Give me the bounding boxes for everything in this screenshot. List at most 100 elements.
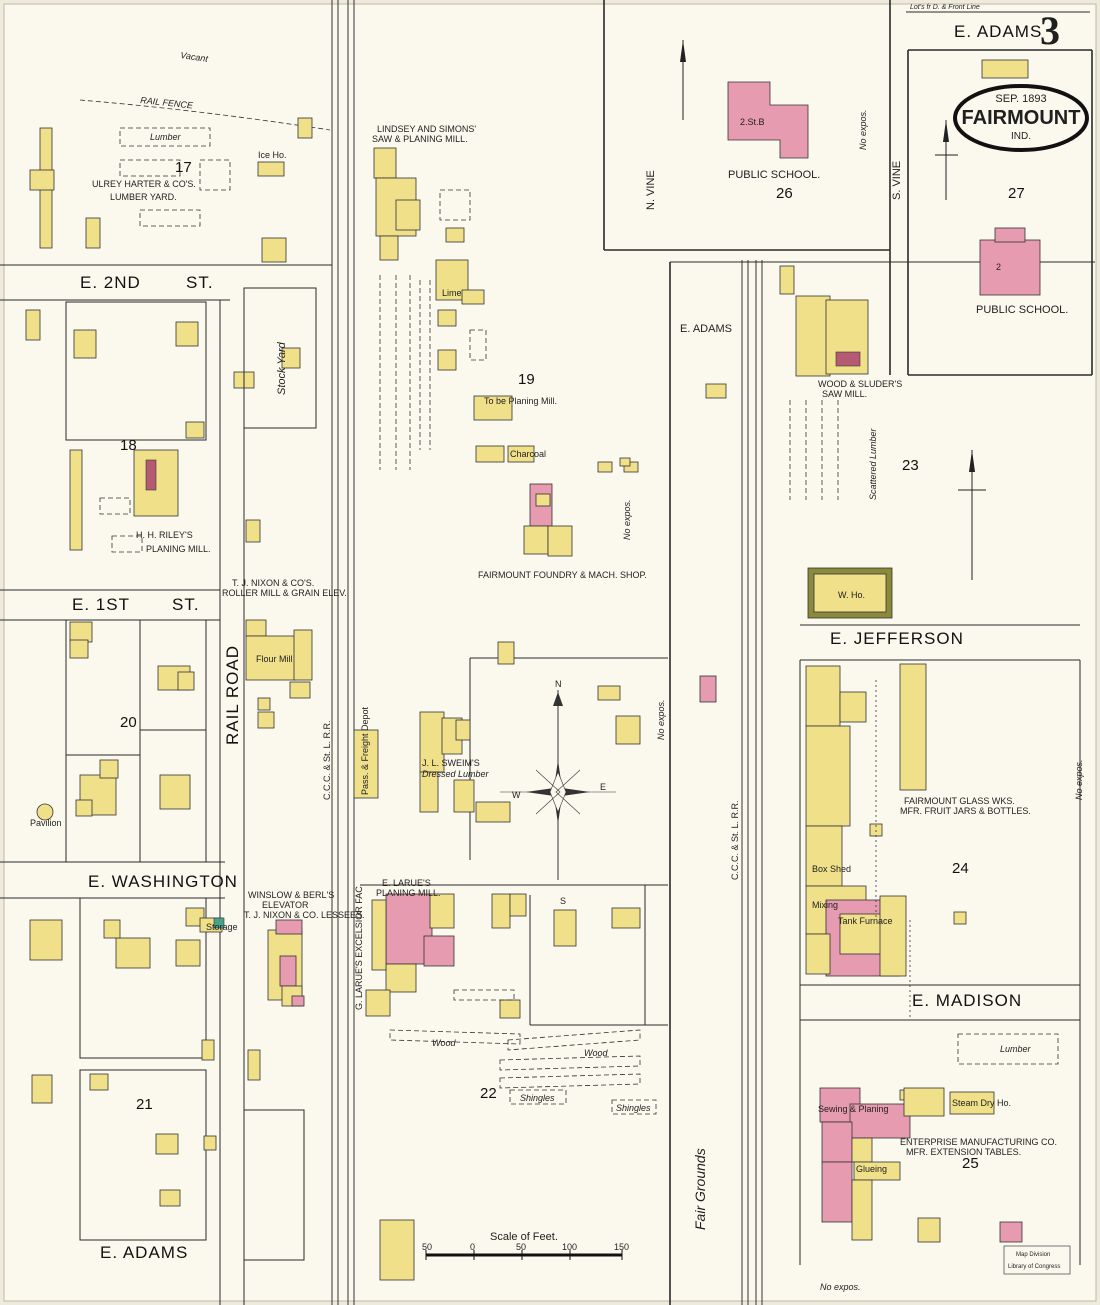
street-e-jefferson: E. JEFFERSON	[830, 629, 964, 648]
no-expos-4: No expos.	[820, 1282, 861, 1292]
tank-furnace-label: Tank Furnace	[838, 916, 893, 926]
larue-excelsior-label: G. LARUE'S EXCELSIOR FAC.	[354, 884, 364, 1010]
winslow-label-3: T. J. NIXON & CO. LESSEES.	[244, 910, 365, 920]
no-expos-1: No expos.	[858, 109, 868, 150]
lumber-label-17a: Lumber	[150, 132, 182, 142]
block-26: 26	[776, 185, 793, 202]
map-subtitle: IND.	[1011, 131, 1031, 142]
riley-label-1: H. H. RILEY'S	[136, 530, 193, 540]
stamp-line-1: Map Division	[1016, 1252, 1050, 1258]
north-arrow-23	[958, 450, 986, 580]
scale-tick-3: 100	[562, 1242, 577, 1252]
flour-mill-label: Flour Mill	[256, 654, 293, 664]
glueing-label: Glueing	[856, 1164, 887, 1174]
railroad-label-west: C.C.C. & St. L. R.R.	[322, 720, 332, 800]
wood-piles	[389, 989, 657, 1115]
compass-rose	[500, 690, 616, 880]
street-e-washington: E. WASHINGTON	[88, 872, 238, 891]
stamp-line-2: Library of Congress	[1008, 1264, 1060, 1270]
library-stamp	[1003, 1245, 1071, 1275]
enterprise-label-2: MFR. EXTENSION TABLES.	[906, 1147, 1021, 1157]
street-n-vine: N. VINE	[645, 170, 657, 210]
lindsey-simons-saw-mill	[373, 147, 487, 470]
scale-tick-2: 50	[516, 1242, 526, 1252]
street-e-2nd: E. 2ND	[80, 273, 141, 292]
saw-mill-label-1: LINDSEY AND SIMONS'	[377, 124, 476, 134]
riley-label-2: PLANING MILL.	[146, 544, 211, 554]
glass-works-label-2: MFR. FRUIT JARS & BOTTLES.	[900, 806, 1031, 816]
north-arrow-27	[935, 120, 958, 200]
scale-title: Scale of Feet.	[490, 1231, 558, 1243]
block-20-buildings	[65, 619, 207, 863]
fairmount-foundry	[523, 461, 639, 557]
bottom-building	[379, 1219, 415, 1281]
fair-grounds-label: Fair Grounds	[692, 1148, 708, 1230]
block-18: 18	[120, 437, 137, 454]
map-date: SEP. 1893	[995, 93, 1046, 105]
svg-text:2: 2	[996, 262, 1001, 272]
railroad-tracks-west	[331, 0, 355, 1305]
sewing-label: Sewing & Planing	[818, 1104, 889, 1114]
mixing-label: Mixing	[812, 900, 838, 910]
top-note: Lot's fr D. & Front Line	[910, 4, 980, 11]
wood-sluder-saw-mill	[705, 265, 869, 500]
block-24: 24	[952, 860, 969, 877]
larue-planing-mill	[365, 893, 641, 1019]
nixon-roller-mill	[245, 619, 313, 729]
svg-text:2.St.B: 2.St.B	[740, 117, 765, 127]
glass-works-label-1: FAIRMOUNT GLASS WKS.	[904, 796, 1015, 806]
street-e-madison: E. MADISON	[912, 991, 1022, 1010]
vacant-label: Vacant	[180, 50, 209, 64]
passenger-freight-depot	[353, 729, 379, 799]
public-school-27-label: PUBLIC SCHOOL.	[976, 304, 1068, 316]
lumber-yard-17-label-2: LUMBER YARD.	[110, 192, 177, 202]
no-expos-5: No expos.	[1074, 759, 1084, 800]
scale-tick-1: 0	[470, 1242, 475, 1252]
box-shed-label: Box Shed	[812, 864, 851, 874]
winslow-label-1: WINSLOW & BERL'S	[248, 890, 334, 900]
block-18-buildings	[25, 287, 317, 553]
lumber-label-east: Lumber	[1000, 1044, 1032, 1054]
fairmount-glass-works	[805, 663, 967, 1101]
wood-sluder-label-1: WOOD & SLUDER'S	[818, 379, 902, 389]
foundry-label: FAIRMOUNT FOUNDRY & MACH. SHOP.	[478, 570, 647, 580]
pavilion-label: Pavilion	[30, 818, 62, 828]
no-expos-2: No expos.	[622, 499, 632, 540]
block-19-buildings	[473, 395, 535, 463]
wood-label-1: Wood	[432, 1038, 457, 1048]
compass-e: E	[600, 782, 606, 792]
shingles-label-1: Shingles	[520, 1093, 555, 1103]
sweim-label-2: Dressed Lumber	[422, 769, 490, 779]
depot-label: Pass. & Freight Depot	[360, 706, 370, 795]
title-cartouche: SEP. 1893 FAIRMOUNT IND.	[953, 84, 1089, 152]
larue-label-1: E. LARUE'S	[382, 878, 431, 888]
scale-bar	[425, 1250, 623, 1260]
sweim-label-1: J. L. SWEIM'S	[422, 758, 480, 768]
pavilion	[36, 803, 54, 821]
compass-s: S	[560, 896, 566, 906]
compass-n: N	[555, 679, 562, 689]
enterprise-manufacturing	[819, 1087, 1023, 1243]
street-rail-road: RAIL ROAD	[223, 645, 242, 745]
north-arrow-26	[680, 40, 686, 120]
street-e-adams-mid: E. ADAMS	[680, 323, 732, 335]
block-20: 20	[120, 714, 137, 731]
wood-label-2: Wood	[584, 1048, 609, 1058]
sheet-area	[3, 3, 1097, 1302]
street-e-1st-st: ST.	[172, 595, 200, 614]
lumber-yard-17-label-1: ULREY HARTER & CO'S.	[92, 179, 196, 189]
compass-w: W	[512, 790, 521, 800]
scale-tick-4: 150	[614, 1242, 629, 1252]
saw-mill-label-2: SAW & PLANING MILL.	[372, 134, 468, 144]
winslow-label-2: ELEVATOR	[262, 900, 309, 910]
misc-east-buildings	[619, 457, 717, 703]
nixon-label-1: T. J. NIXON & CO'S.	[232, 578, 314, 588]
enterprise-label-1: ENTERPRISE MANUFACTURING CO.	[900, 1137, 1057, 1147]
block-19: 19	[518, 371, 535, 388]
no-expos-3: No expos.	[656, 699, 666, 740]
larue-label-2: PLANING MILL.	[376, 888, 441, 898]
sweim-dressed-lumber	[419, 641, 641, 823]
block-22: 22	[480, 1085, 497, 1102]
winslow-berl-elevator	[267, 919, 305, 1007]
